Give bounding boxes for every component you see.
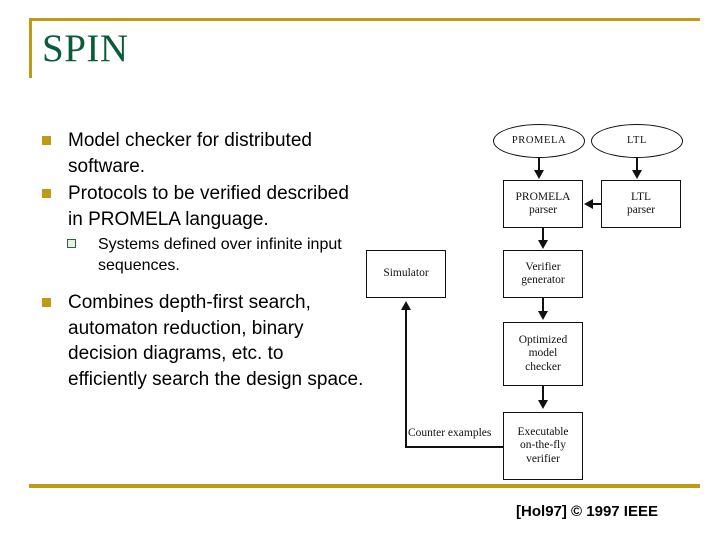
arrowhead-icon xyxy=(538,240,548,249)
bullet-item-1-text: Model checker for distributed software. xyxy=(68,130,312,177)
diagram-edge-label-counter-examples: Counter examples xyxy=(408,427,492,439)
edge-promela-source-to-parser xyxy=(538,158,540,173)
diagram-node-simulator-label: Simulator xyxy=(383,267,429,280)
footer-rule xyxy=(29,484,700,488)
edge-ltl-parser-to-promela-parser xyxy=(592,203,602,205)
arrowhead-icon xyxy=(584,199,593,209)
diagram-node-simulator: Simulator xyxy=(366,250,446,298)
diagram-node-optimized-model-checker-label: Optimized model checker xyxy=(518,333,568,373)
diagram-node-ltl-parser-label: LTL parser xyxy=(626,190,656,217)
bullet-item-2-text: Protocols to be verified described in PR… xyxy=(68,183,349,230)
arrowhead-icon xyxy=(632,170,642,179)
bullet-subitem-1: Systems defined over infinite input sequ… xyxy=(36,234,366,276)
bullet-item-3: Combines depth-first search, automaton r… xyxy=(36,290,366,392)
edge-counter-examples-vertical xyxy=(405,310,407,448)
title-rule-top xyxy=(29,18,700,21)
bullet-square-icon xyxy=(42,298,51,307)
edge-counter-examples-horizontal xyxy=(406,446,504,448)
bullet-list: Model checker for distributed software. … xyxy=(36,128,366,394)
arrowhead-icon xyxy=(401,301,411,310)
diagram-node-executable-verifier-label: Executable on-the-fly verifier xyxy=(517,425,569,465)
bullet-hollow-square-icon xyxy=(67,239,76,248)
diagram-node-promela-parser: PROMELA parser xyxy=(503,180,583,228)
arrowhead-icon xyxy=(538,311,548,320)
bullet-square-icon xyxy=(42,189,51,198)
edge-verifier-generator-to-model-checker xyxy=(542,298,544,314)
edge-ltl-source-to-parser xyxy=(636,158,638,173)
bullet-item-2: Protocols to be verified described in PR… xyxy=(36,181,366,232)
diagram-node-executable-verifier: Executable on-the-fly verifier xyxy=(503,412,583,480)
diagram-node-promela-source: PROMELA xyxy=(493,124,585,158)
diagram-node-verifier-generator: Verifier generator xyxy=(503,250,583,298)
bullet-square-icon xyxy=(42,136,51,145)
title-rule-left xyxy=(29,18,32,78)
arrowhead-icon xyxy=(534,170,544,179)
bullet-item-3-text: Combines depth-first search, automaton r… xyxy=(68,292,364,390)
bullet-subitem-1-text: Systems defined over infinite input sequ… xyxy=(98,236,342,274)
spin-architecture-diagram: PROMELA LTL PROMELA parser LTL parser Si… xyxy=(360,112,710,487)
diagram-node-verifier-generator-label: Verifier generator xyxy=(521,260,565,287)
edge-promela-parser-to-verifier-generator xyxy=(542,228,544,243)
arrowhead-icon xyxy=(538,400,548,409)
diagram-node-ltl-source-label: LTL xyxy=(626,135,648,147)
diagram-node-ltl-source: LTL xyxy=(591,124,683,158)
page-title: SPIN xyxy=(42,27,129,70)
diagram-node-ltl-parser: LTL parser xyxy=(601,180,681,228)
diagram-node-promela-parser-label: PROMELA parser xyxy=(515,190,571,217)
diagram-node-promela-source-label: PROMELA xyxy=(511,135,567,147)
diagram-node-optimized-model-checker: Optimized model checker xyxy=(503,322,583,386)
bullet-item-1: Model checker for distributed software. xyxy=(36,128,366,179)
footer-credit: [Hol97] © 1997 IEEE xyxy=(516,503,658,520)
edge-model-checker-to-executable-verifier xyxy=(542,386,544,403)
